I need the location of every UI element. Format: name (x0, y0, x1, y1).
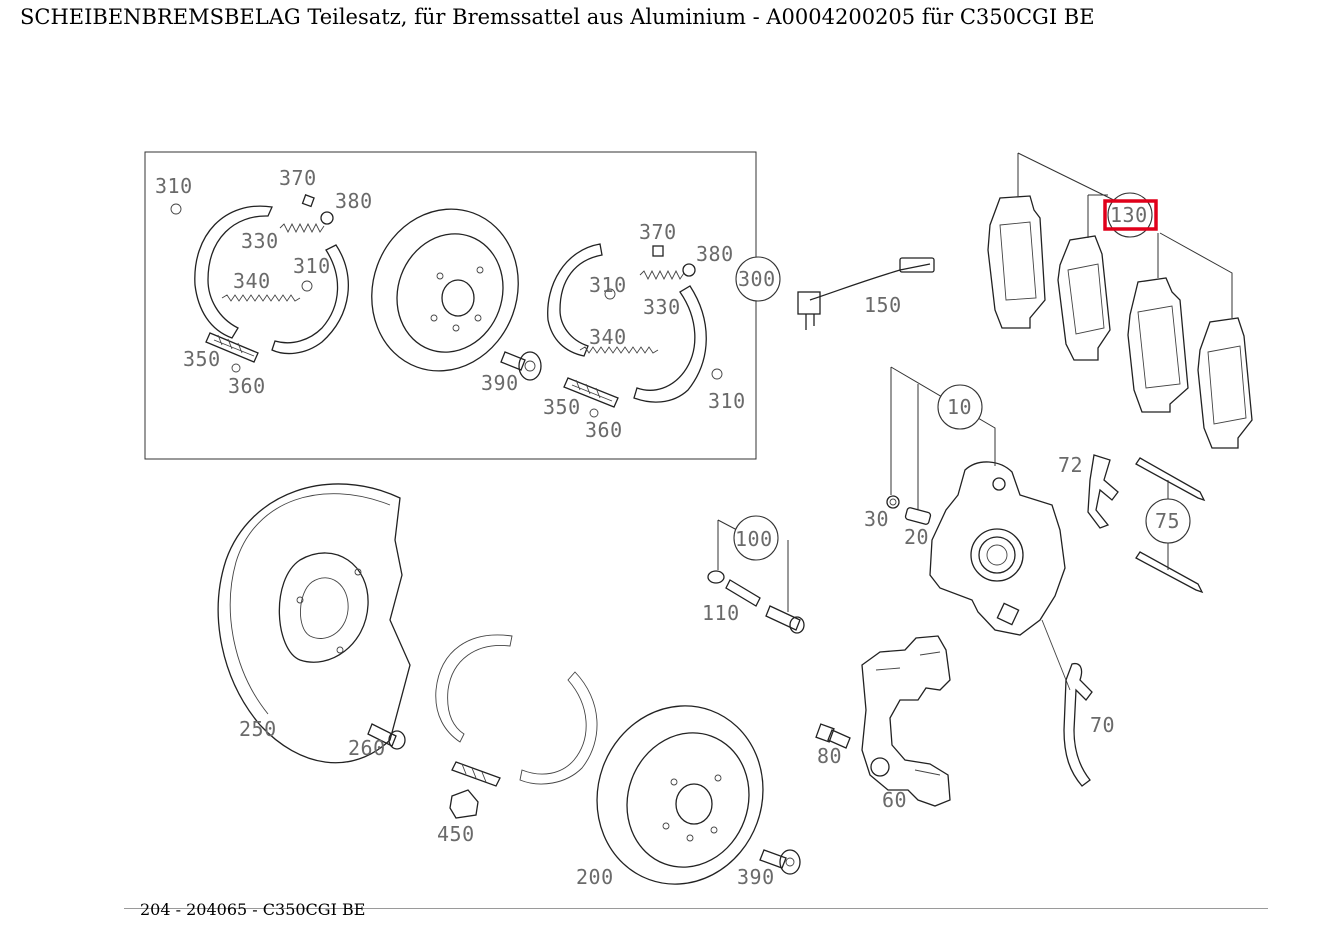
label-250: 250 (239, 717, 277, 741)
springs-left (170, 194, 334, 373)
bolt-80 (815, 723, 851, 749)
callout-bubble-10 (937, 384, 983, 430)
label-360: 360 (228, 374, 266, 398)
callout-bubble-75 (1145, 498, 1191, 544)
label-350: 350 (543, 395, 581, 419)
footer-caption: 204 - 204065 - C350CGI BE (140, 900, 366, 919)
label-370: 370 (279, 166, 317, 190)
parking-brake-shoes-right (547, 243, 707, 403)
label-310: 310 (155, 174, 193, 198)
label-450: 450 (437, 822, 475, 846)
label-310: 310 (589, 273, 627, 297)
footer-rule (124, 908, 1268, 909)
label-150: 150 (864, 293, 902, 317)
adjuster-left (205, 332, 259, 363)
label-340: 340 (589, 325, 627, 349)
page-title: SCHEIBENBREMSBELAG Teilesatz, für Bremss… (20, 5, 1095, 29)
label-10: 10 (947, 395, 972, 419)
spreader-spring-70 (1063, 662, 1093, 787)
adjuster-lower (451, 761, 501, 787)
springs-right (579, 245, 723, 418)
label-30: 30 (864, 507, 889, 531)
guide-pin-20 (904, 507, 932, 525)
label-370: 370 (639, 220, 677, 244)
parking-brake-shoes-lower (435, 634, 598, 785)
label-100: 100 (735, 527, 773, 551)
label-310: 310 (708, 389, 746, 413)
label-310: 310 (293, 254, 331, 278)
label-390: 390 (481, 371, 519, 395)
spring-clip-72 (1087, 454, 1119, 529)
label-20: 20 (904, 525, 929, 549)
label-72: 72 (1058, 453, 1083, 477)
label-350: 350 (183, 347, 221, 371)
bleed-screw-30 (886, 495, 900, 509)
parking-brake-inset-frame (144, 151, 757, 460)
inset-brake-disc (371, 208, 519, 372)
highlight-box-130 (1103, 199, 1158, 231)
screw-260 (367, 723, 406, 750)
dust-shield-250 (217, 483, 411, 764)
callout-bubble-300 (735, 256, 781, 302)
adjuster-right (563, 377, 619, 408)
brake-caliper-10 (890, 366, 1071, 691)
callout-bubble-130 (1107, 192, 1153, 238)
label-60: 60 (882, 788, 907, 812)
label-300: 300 (738, 267, 776, 291)
wear-sensor-150 (797, 257, 935, 330)
label-330: 330 (241, 229, 279, 253)
clip-450 (449, 789, 479, 819)
label-380: 380 (335, 189, 373, 213)
label-360: 360 (585, 418, 623, 442)
label-110: 110 (702, 601, 740, 625)
label-200: 200 (576, 865, 614, 889)
label-260: 260 (348, 736, 386, 760)
pins-75 (1135, 457, 1206, 594)
label-340: 340 (233, 269, 271, 293)
inset-screw-390 (500, 351, 542, 381)
callout-bubble-100 (733, 515, 779, 561)
label-380: 380 (696, 242, 734, 266)
label-80: 80 (817, 744, 842, 768)
label-390: 390 (737, 865, 775, 889)
label-75: 75 (1155, 509, 1180, 533)
label-130: 130 (1110, 203, 1148, 227)
screw-390-lower (759, 849, 801, 875)
label-330: 330 (643, 295, 681, 319)
brake-pad-set-130 (987, 152, 1253, 449)
label-70: 70 (1090, 713, 1115, 737)
brake-disc-200 (596, 705, 764, 885)
caliper-bracket-60 (861, 635, 951, 807)
parking-brake-shoes-left (194, 205, 349, 355)
